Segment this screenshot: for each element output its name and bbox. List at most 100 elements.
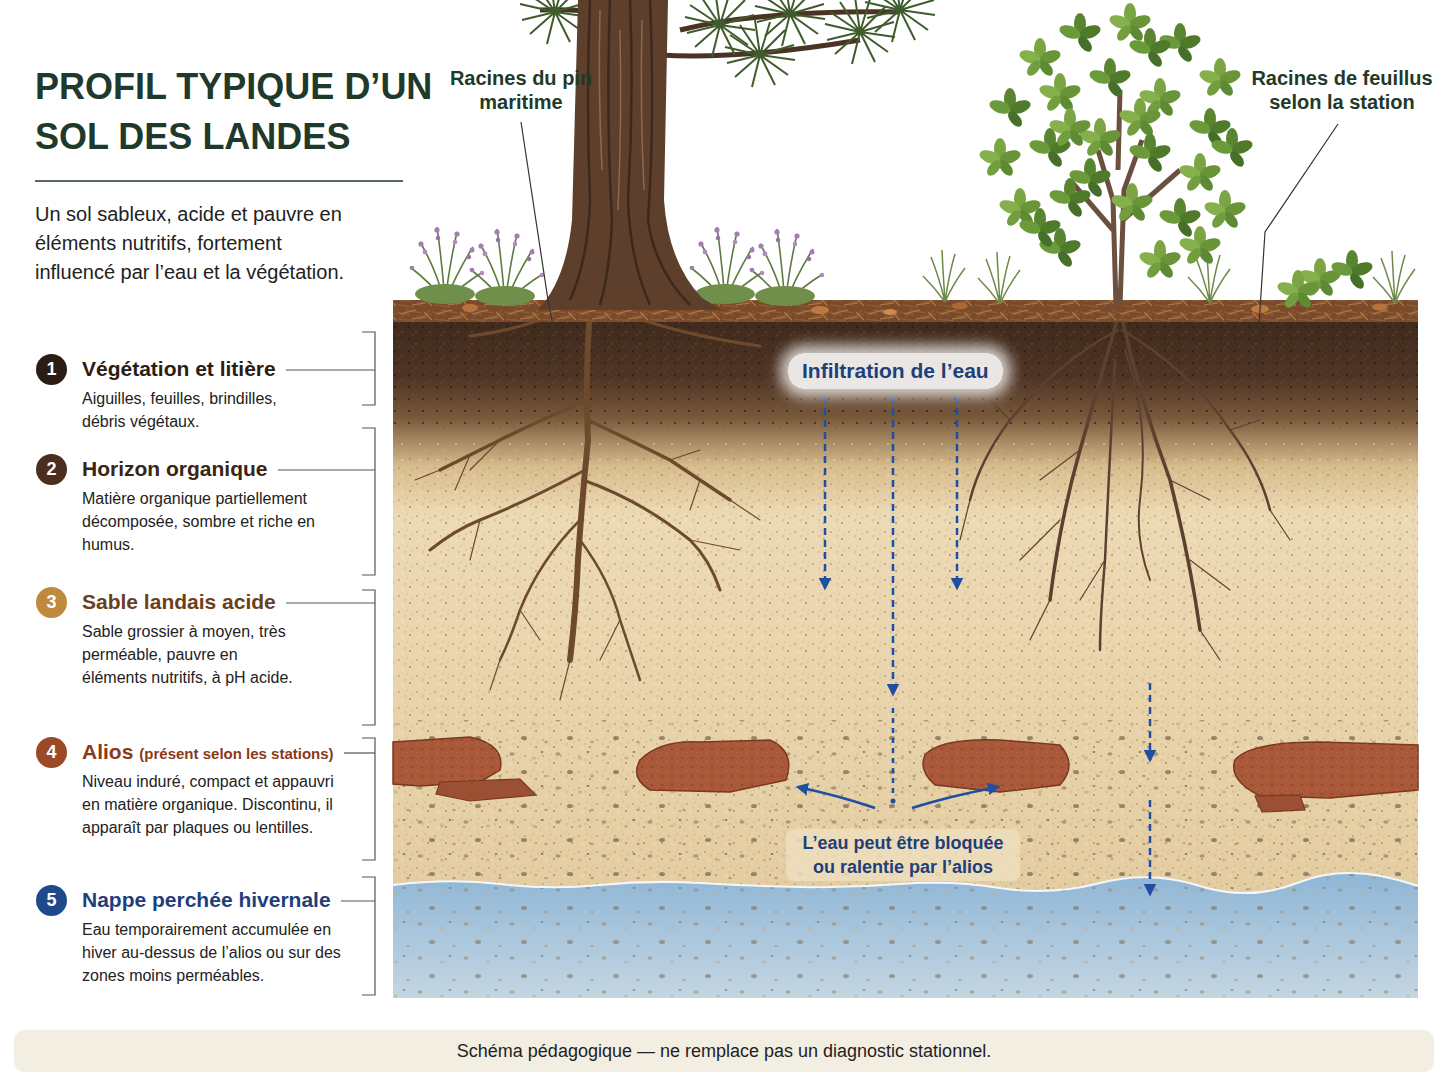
layer-brackets (362, 332, 375, 405)
water-flow-arrows (956, 396, 959, 588)
layer-brackets (362, 877, 375, 995)
callout-number: 3 (36, 587, 67, 618)
layer-brackets (362, 428, 375, 575)
broadleaf-roots (1125, 350, 1150, 580)
ground-vegetation (1276, 270, 1321, 310)
pine-roots (430, 470, 585, 550)
water-flow-arrows (798, 787, 875, 808)
layer-heading: Nappe perchée hivernale (82, 888, 331, 911)
callout-number: 2 (36, 454, 67, 485)
diagram-title: PROFIL TYPIQUE D’UN SOL DES LANDES (35, 62, 455, 162)
leader-line (278, 469, 375, 470)
layer-description: Sable grossier à moyen, très perméable, … (82, 620, 300, 689)
layer-heading: Sable landais acide (82, 590, 276, 613)
broadleaf-roots (960, 310, 1290, 660)
layer-heading: Horizon organique (82, 457, 268, 480)
broadleaf-tree (1068, 158, 1113, 199)
maritime-pine (520, 0, 935, 310)
broadleaf-tree (1138, 240, 1183, 280)
broadleaf-tree (978, 3, 1255, 306)
ground-vegetation (923, 250, 965, 302)
maritime-pine (685, 0, 755, 57)
perched-water-table (393, 873, 1418, 998)
pine-roots (580, 540, 640, 680)
soil-layers (393, 720, 1418, 890)
perched-water-table (393, 873, 1418, 998)
leader-line (344, 752, 375, 753)
broadleaf-roots (1120, 310, 1200, 630)
ground-vegetation (410, 227, 485, 304)
title-rule (35, 180, 403, 182)
annotation-label: Racines de feuillus selon la station (1244, 66, 1440, 114)
layer-description: Aiguilles, feuilles, brindilles, débris … (82, 387, 294, 433)
soil-layers (393, 308, 1418, 998)
broadleaf-tree (1128, 28, 1173, 69)
broadleaf-roots (1122, 330, 1270, 510)
broadleaf-tree (1058, 13, 1103, 54)
caption-bar: Schéma pédagogique — ne remplace pas un … (14, 1030, 1434, 1072)
layer-description: Eau temporairement accumulée en hiver au… (82, 918, 357, 987)
callout-number: 5 (36, 885, 67, 916)
layer-heading-row: Horizon organique (82, 455, 268, 485)
layer-heading: Alios (82, 740, 133, 763)
leader-line (521, 122, 560, 360)
leader-line (286, 369, 375, 370)
layer-legend-item: 4Alios(présent selon les stations)Niveau… (36, 738, 366, 839)
ground-vegetation (690, 227, 765, 304)
layer-description: Matière organique partiellement décompos… (82, 487, 340, 556)
broadleaf-tree (1118, 98, 1163, 138)
layer-brackets (362, 590, 375, 725)
maritime-pine (825, 0, 895, 64)
layer-legend-item: 3 Sable landais acideSable grossier à moy… (36, 588, 366, 689)
alios-plaques (1255, 795, 1305, 812)
litter-layer (1372, 304, 1388, 311)
broadleaf-tree (1128, 133, 1173, 174)
broadleaf-tree (1088, 58, 1133, 99)
layer-legend-item: 5 Nappe perchée hivernaleEau temporaireme… (36, 886, 366, 987)
broadleaf-tree (1018, 208, 1063, 249)
broadleaf-tree (1018, 38, 1063, 78)
annotation-label: L’eau peut être bloquée ou ralentie par … (786, 829, 1020, 881)
broadleaf-tree (1198, 58, 1243, 98)
layer-heading-row: Végétation et litière (82, 355, 276, 385)
water-flow-arrows (912, 787, 998, 808)
ground-vegetation (1373, 251, 1415, 303)
broadleaf-tree (988, 88, 1033, 129)
layer-heading-row: Sable landais acide (82, 588, 276, 618)
soil-layers (393, 318, 1418, 428)
leader-line (286, 602, 375, 603)
ground-vegetation (978, 252, 1020, 304)
layer-brackets (362, 332, 375, 995)
water-flow-arrows (824, 396, 827, 588)
pine-roots (588, 420, 730, 500)
litter-layer (883, 309, 897, 315)
alios-plaques (393, 737, 1418, 812)
broadleaf-roots (1100, 360, 1115, 650)
litter-layer (462, 304, 478, 312)
alios-plaques (393, 737, 1418, 798)
pine-roots (570, 310, 590, 660)
annotation-label: Un sol sableux, acide et pauvre en éléme… (35, 200, 365, 287)
pine-roots (415, 310, 760, 700)
litter-layer (811, 306, 829, 314)
layer-heading: Végétation et litière (82, 357, 276, 380)
pine-roots (440, 400, 588, 470)
callout-text: Infiltration de l’eau (802, 357, 989, 385)
maritime-pine (865, 0, 935, 42)
layer-description: Niveau induré, compact et appauvri en ma… (82, 770, 354, 839)
pine-roots (415, 440, 760, 700)
layer-heading-note: (présent selon les stations) (139, 745, 333, 762)
layer-legend-item: 2 Horizon organiqueMatière organique part… (36, 455, 366, 556)
maritime-pine (725, 20, 795, 87)
leader-line (341, 900, 375, 901)
ground-vegetation (470, 229, 545, 306)
broadleaf-tree (1203, 190, 1248, 230)
maritime-pine (599, 10, 644, 210)
broadleaf-tree (1210, 128, 1255, 169)
ground-vegetation (750, 229, 825, 306)
water-flow-arrows (1149, 800, 1152, 894)
maritime-pine (570, 0, 690, 305)
pine-roots (583, 480, 720, 590)
broadleaf-roots (960, 400, 1290, 660)
ground-vegetation (1330, 250, 1375, 291)
